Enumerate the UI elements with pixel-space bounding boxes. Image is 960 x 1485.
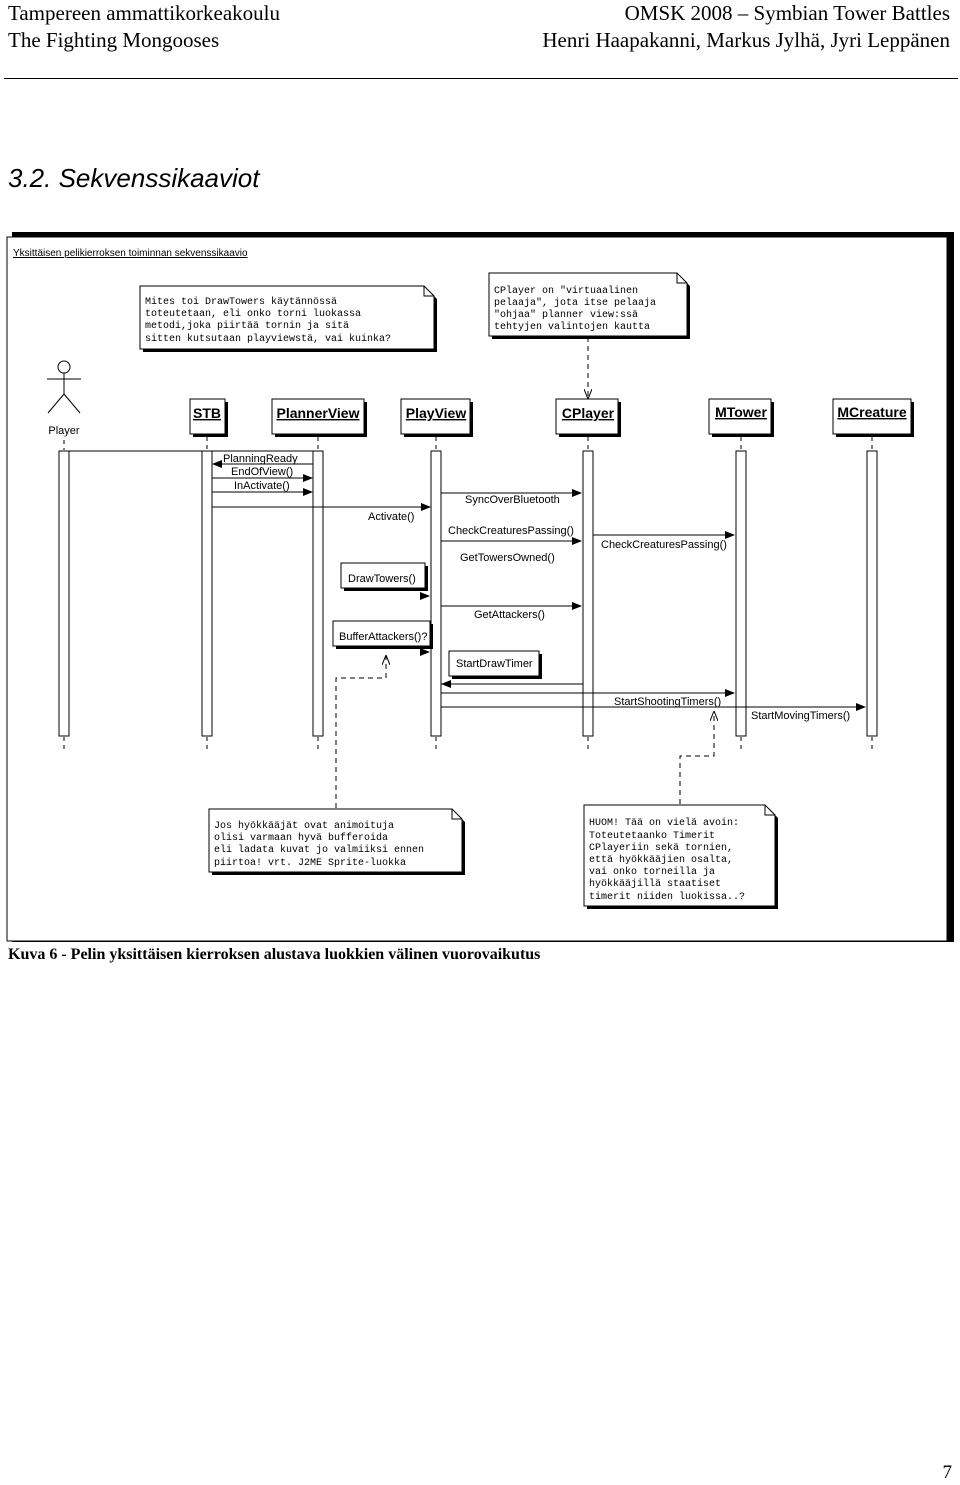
note-line: timerit niiden luokissa..?	[589, 891, 745, 903]
message-label: PlanningReady	[223, 453, 298, 465]
message-label: DrawTowers()	[348, 573, 416, 585]
note-links	[335, 656, 714, 808]
lifeline-stems	[63, 437, 873, 750]
note-line: metodi,joka piirtää tornin ja sitä	[145, 320, 349, 332]
message-label: EndOfView()	[231, 466, 293, 478]
lifeline-label: CPlayer	[562, 405, 615, 421]
message-label: StartShootingTimers()	[614, 696, 721, 708]
message-arrows	[69, 450, 866, 711]
message-label: Activate()	[368, 511, 414, 523]
startdrawtimer-box: StartDrawTimer	[448, 650, 542, 679]
header-rule	[4, 78, 958, 79]
message-label: SyncOverBluetooth	[465, 494, 560, 506]
diagram-frame	[6, 236, 948, 942]
message-label: CheckCreaturesPassing()	[601, 539, 727, 551]
note-line: Toteutetaanko Timerit	[589, 830, 715, 842]
drawtowers-box: DrawTowers()	[340, 562, 430, 600]
note-line: eli ladata kuvat jo valmiiksi ennen	[214, 844, 424, 856]
lifeline-playview: PlayView	[400, 398, 473, 437]
actor-label: Player	[48, 425, 80, 437]
note-cplayer: CPlayer on "virtuaalinen pelaaja", jota …	[488, 272, 690, 339]
lifeline-cplayer: CPlayer	[555, 398, 621, 437]
figure-caption: Kuva 6 - Pelin yksittäisen kierroksen al…	[8, 946, 541, 963]
page-number: 7	[942, 1462, 953, 1483]
header-team: The Fighting Mongooses	[8, 28, 220, 52]
lifeline-label: MTower	[715, 404, 767, 420]
note-line: CPlayer on "virtuaalinen	[494, 285, 638, 297]
note-line: että hyökkääjien osalta,	[589, 854, 733, 866]
message-label: GetTowersOwned()	[460, 552, 555, 564]
message-label: InActivate()	[234, 480, 290, 492]
header-authors: Henri Haapakanni, Markus Jylhä, Jyri Lep…	[542, 28, 950, 52]
note-line: Mites toi DrawTowers käytännössä	[145, 296, 337, 308]
diagram-title: Yksittäisen pelikierroksen toiminnan sek…	[13, 248, 248, 259]
note-line: HUOM! Tää on vielä avoin:	[589, 817, 739, 829]
note-line: pelaaja", jota itse pelaaja	[494, 297, 656, 309]
note-drawtowers: Mites toi DrawTowers käytännössä toteute…	[139, 285, 437, 352]
lifeline-plannerview: PlannerView	[271, 398, 367, 437]
header-school: Tampereen ammattikorkeakoulu	[8, 1, 281, 25]
note-attackers: Jos hyökkääjät ovat animoituja olisi var…	[208, 808, 465, 875]
lifeline-mtower: MTower	[708, 398, 774, 437]
message-label: GetAttackers()	[474, 609, 545, 621]
lifeline-stb: STB	[189, 398, 228, 437]
note-line: tehtyjen valintojen kautta	[494, 321, 650, 333]
note-line: vai onko torneilla ja	[589, 866, 715, 878]
bufferattackers-box: BufferAttackers()?	[332, 620, 433, 656]
lifeline-mcreature: MCreature	[832, 398, 914, 437]
actor-player: Player	[47, 360, 81, 437]
message-label: CheckCreaturesPassing()	[448, 525, 574, 537]
note-line: toteutetaan, eli onko torni luokassa	[145, 308, 361, 320]
note-line: olisi varmaan hyvä bufferoida	[214, 832, 388, 844]
message-label: StartMovingTimers()	[751, 710, 850, 722]
note-timers: HUOM! Tää on vielä avoin: Toteutetaanko …	[583, 804, 778, 909]
note-line: CPlayeriin sekä tornien,	[589, 842, 733, 854]
message-label: BufferAttackers()?	[339, 631, 427, 643]
activation-bars	[58, 450, 878, 737]
lifeline-label: PlayView	[406, 405, 467, 421]
section-title: 3.2. Sekvenssikaaviot	[8, 163, 260, 193]
note-line: "ohjaa" planner view:ssä	[494, 309, 638, 321]
note-line: piirtoa! vrt. J2ME Sprite-luokka	[214, 857, 406, 869]
note-line: Jos hyökkääjät ovat animoituja	[214, 820, 394, 832]
message-label: StartDrawTimer	[456, 658, 533, 670]
header-course: OMSK 2008 – Symbian Tower Battles	[624, 1, 950, 25]
lifeline-label: STB	[193, 405, 221, 421]
lifeline-label: PlannerView	[276, 405, 359, 421]
note-line: sitten kutsutaan playviewstä, vai kuinka…	[145, 333, 391, 345]
lifeline-label: MCreature	[837, 404, 906, 420]
note-line: hyökkääjillä staatiset	[589, 878, 721, 890]
